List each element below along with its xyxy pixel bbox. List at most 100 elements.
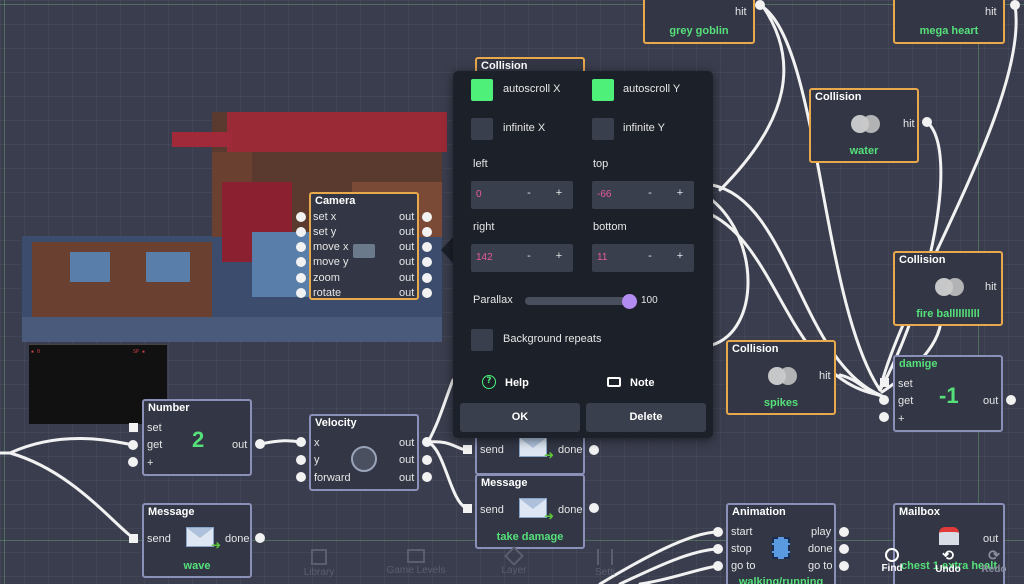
library-icon: [311, 549, 327, 565]
port-start-input[interactable]: [713, 527, 723, 537]
port-get-input[interactable]: [128, 440, 138, 450]
node-collision-fireball[interactable]: Collision hit fire ballllllllll: [893, 251, 1003, 326]
autoscroll-x-checkbox[interactable]: [471, 79, 493, 101]
collision-icon: [768, 367, 798, 385]
wire-velocity-popup: [426, 378, 455, 444]
port-move-y-input[interactable]: [296, 257, 306, 267]
node-collision-water[interactable]: Collision hit water: [809, 88, 919, 163]
node-collision-mega-heart[interactable]: hit mega heart: [893, 0, 1005, 44]
port-forward-input[interactable]: [296, 472, 306, 482]
redo-button[interactable]: ⟳ Redo: [978, 548, 1010, 576]
infinite-y-checkbox[interactable]: [592, 118, 614, 140]
port-zoom-input[interactable]: [296, 273, 306, 283]
port-send-input[interactable]: [463, 504, 472, 513]
left-decrement-button[interactable]: -: [527, 187, 531, 199]
port-goto-output[interactable]: [839, 561, 849, 571]
node-velocity[interactable]: Velocity x y forward out out out: [309, 414, 419, 491]
node-collision-spikes[interactable]: Collision hit spikes: [726, 340, 836, 415]
top-increment-button[interactable]: +: [676, 187, 684, 199]
bounds-line-left: [4, 0, 5, 584]
top-number-field[interactable]: -66 - +: [592, 181, 694, 209]
port-set-input[interactable]: [880, 378, 889, 387]
bottom-increment-button[interactable]: +: [676, 250, 684, 262]
node-title: Mailbox: [899, 506, 940, 518]
port-goto-input[interactable]: [713, 561, 723, 571]
port-hit-output[interactable]: [922, 117, 932, 127]
port-out-output[interactable]: [422, 257, 432, 267]
undo-label: Undo: [935, 564, 961, 575]
port-get-label: get: [147, 439, 163, 451]
undo-button[interactable]: ⟲ Undo: [932, 548, 964, 576]
port-out-output[interactable]: [422, 472, 432, 482]
port-out-output[interactable]: [422, 227, 432, 237]
port-move-x-input[interactable]: [296, 242, 306, 252]
background-repeats-checkbox[interactable]: [471, 329, 493, 351]
port-done-output[interactable]: [255, 533, 265, 543]
top-decrement-button[interactable]: -: [648, 187, 652, 199]
infinite-x-checkbox[interactable]: [471, 118, 493, 140]
node-message-take-damage[interactable]: Message send done take damage: [475, 474, 585, 549]
right-number-field[interactable]: 142 - +: [471, 244, 573, 272]
node-message-wave[interactable]: Message send done wave: [142, 503, 252, 578]
right-value[interactable]: 142: [476, 252, 493, 263]
bottom-library[interactable]: Library: [298, 549, 340, 578]
delete-button[interactable]: Delete: [586, 403, 706, 432]
node-damige[interactable]: damige set get + -1 out: [893, 355, 1003, 432]
node-mailbox[interactable]: Mailbox out chest 1 extra healt: [893, 503, 1005, 584]
port-done-output[interactable]: [589, 503, 599, 513]
port-plus-input[interactable]: [128, 457, 138, 467]
top-value[interactable]: -66: [597, 189, 612, 200]
right-increment-button[interactable]: +: [555, 250, 563, 262]
port-done-output[interactable]: [589, 445, 599, 455]
port-out-output[interactable]: [422, 212, 432, 222]
port-out-output[interactable]: [422, 437, 432, 447]
port-done-output[interactable]: [839, 544, 849, 554]
port-send-input[interactable]: [463, 445, 472, 454]
image-icon: [407, 549, 425, 563]
left-increment-button[interactable]: +: [555, 187, 563, 199]
node-number[interactable]: Number set get + 2 out: [142, 399, 252, 476]
bottom-decrement-button[interactable]: -: [648, 250, 652, 262]
node-camera[interactable]: Camera set x set y move x move y zoom ro…: [309, 192, 419, 300]
port-play-output[interactable]: [839, 527, 849, 537]
port-plus-input[interactable]: [879, 412, 889, 422]
port-x-input[interactable]: [296, 437, 306, 447]
port-get-input[interactable]: [879, 395, 889, 405]
bottom-layer[interactable]: Layer: [495, 546, 533, 576]
left-value[interactable]: 0: [476, 189, 482, 200]
parallax-slider-handle[interactable]: [622, 294, 637, 309]
parallax-slider[interactable]: [525, 297, 633, 305]
port-send-input[interactable]: [129, 534, 138, 543]
port-hit-output[interactable]: [755, 0, 765, 10]
ok-button[interactable]: OK: [460, 403, 580, 432]
help-button[interactable]: ? Help: [482, 374, 542, 392]
wire-anim-1: [598, 530, 720, 584]
port-stop-input[interactable]: [713, 544, 723, 554]
port-out-output[interactable]: [422, 242, 432, 252]
port-out-output[interactable]: [422, 455, 432, 465]
port-out-output[interactable]: [255, 439, 265, 449]
port-set-y-input[interactable]: [296, 227, 306, 237]
bottom-game-levels[interactable]: Game Levels: [380, 549, 452, 576]
message-icon: [519, 437, 554, 462]
node-foot-label: spikes: [763, 397, 799, 409]
left-number-field[interactable]: 0 - +: [471, 181, 573, 209]
port-y-input[interactable]: [296, 455, 306, 465]
port-out-output[interactable]: [422, 288, 432, 298]
port-hit-output[interactable]: [1010, 0, 1020, 10]
port-set-input[interactable]: [129, 423, 138, 432]
port-set-x-input[interactable]: [296, 212, 306, 222]
autoscroll-x-label: autoscroll X: [503, 83, 561, 95]
bottom-value[interactable]: 11: [597, 252, 608, 263]
find-button[interactable]: Find: [877, 548, 907, 574]
port-out-output[interactable]: [1006, 395, 1016, 405]
autoscroll-y-checkbox[interactable]: [592, 79, 614, 101]
node-animation[interactable]: Animation start stop go to play done go …: [726, 503, 836, 584]
bottom-settings[interactable]: Setti: [585, 549, 625, 578]
port-out-output[interactable]: [422, 273, 432, 283]
note-button[interactable]: Note: [607, 374, 667, 392]
port-rotate-input[interactable]: [296, 288, 306, 298]
bottom-number-field[interactable]: 11 - +: [592, 244, 694, 272]
node-collision-grey-goblin[interactable]: hit grey goblin: [643, 0, 755, 44]
right-decrement-button[interactable]: -: [527, 250, 531, 262]
